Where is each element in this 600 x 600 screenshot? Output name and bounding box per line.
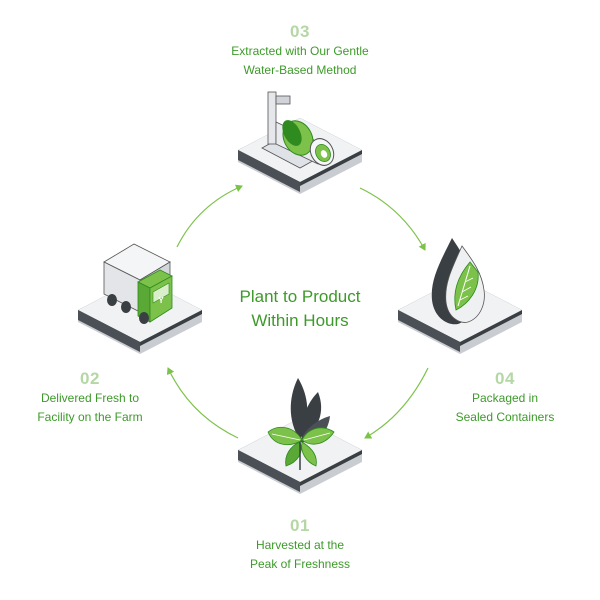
step-caption-line-2: Water-Based Method xyxy=(243,63,357,77)
step-caption-line-2: Sealed Containers xyxy=(455,410,555,424)
platform-04 xyxy=(398,278,522,354)
svg-text:Y: Y xyxy=(158,296,164,305)
center-title-line-2: Within Hours xyxy=(251,311,349,330)
step-caption-line-1: Harvested at the xyxy=(255,538,345,552)
step-number: 04 xyxy=(495,369,515,388)
step-number: 02 xyxy=(80,369,100,388)
arrow-01-to-02 xyxy=(166,367,239,439)
extractor-machine-icon xyxy=(261,91,335,169)
step-number: 01 xyxy=(290,516,310,535)
leaf-drop-icon xyxy=(431,238,485,325)
step-01-label: 01 Harvested at the Peak of Freshness xyxy=(200,516,400,574)
step-04-label: 04 Packaged in Sealed Containers xyxy=(425,369,585,427)
arrow-04-to-01 xyxy=(364,367,429,439)
arrow-02-to-03 xyxy=(176,184,243,248)
step-caption-line-1: Delivered Fresh to xyxy=(40,391,140,405)
step-caption-line-2: Peak of Freshness xyxy=(249,557,351,571)
arrow-03-to-04 xyxy=(359,187,426,251)
step-03-label: 03 Extracted with Our Gentle Water-Based… xyxy=(200,22,400,80)
step-caption-line-2: Facility on the Farm xyxy=(37,410,143,424)
step-caption-line-1: Extracted with Our Gentle xyxy=(231,44,369,58)
step-number: 03 xyxy=(290,22,310,41)
center-title: Plant to Product Within Hours xyxy=(200,285,400,333)
center-title-line-1: Plant to Product xyxy=(239,287,361,306)
delivery-truck-icon: Y xyxy=(103,243,173,324)
step-02-label: 02 Delivered Fresh to Facility on the Fa… xyxy=(10,369,170,427)
plant-leaves-icon xyxy=(267,378,335,470)
step-caption-line-1: Packaged in xyxy=(471,391,539,405)
